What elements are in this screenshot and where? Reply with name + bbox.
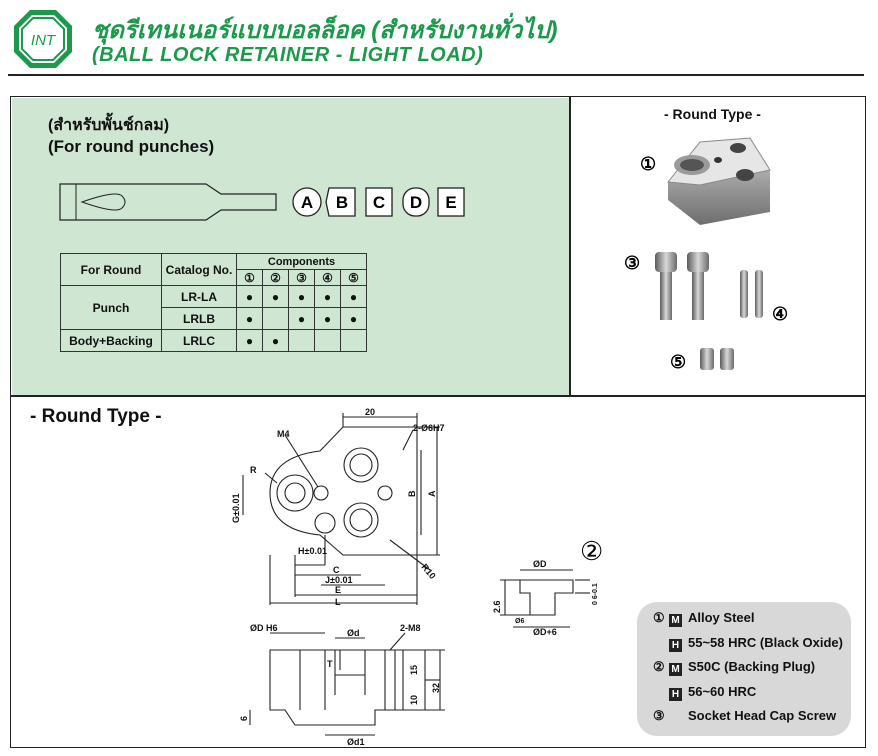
dim-20: 20	[365, 407, 375, 417]
dim-e: E	[335, 585, 341, 595]
title-english: (BALL LOCK RETAINER - LIGHT LOAD)	[92, 44, 484, 66]
photo-num-5: ⑤	[670, 352, 686, 372]
dim-6: 6	[239, 716, 249, 721]
letter-d: D	[410, 193, 422, 212]
dim-l: L	[335, 597, 341, 607]
panel-divider-vertical	[569, 97, 571, 396]
mark: ●	[236, 307, 263, 330]
th-comp-4: ④	[314, 269, 341, 286]
dim-c: C	[333, 565, 340, 575]
th-comp-3: ③	[288, 269, 315, 286]
letter-a: A	[301, 193, 313, 212]
th-comp-2: ②	[262, 269, 289, 286]
dim-r: R	[250, 465, 257, 475]
letter-c: C	[373, 193, 385, 212]
mark: ●	[262, 329, 289, 352]
mark: ●	[236, 329, 263, 352]
dim-32: 32	[431, 683, 441, 693]
dim-hole: 2-Ø6H7	[413, 423, 445, 433]
dim-b: B	[407, 490, 417, 497]
th-comp-5: ⑤	[340, 269, 367, 286]
mark: ●	[236, 285, 263, 308]
dim-t: T	[327, 659, 333, 669]
dim-a: A	[427, 490, 437, 497]
th-catalog: Catalog No.	[161, 253, 237, 286]
components-table: For Round Catalog No. Components ① ② ③ ④…	[60, 253, 367, 352]
photo-num-1: ①	[640, 154, 656, 174]
technical-drawing: 20 M4 2-Ø6H7 R G±0.01 B A R10 H±0.01 C J…	[231, 407, 603, 747]
dim-10: 10	[409, 695, 419, 705]
mark: ●	[340, 285, 367, 308]
dim-tol: 0 6-0.1	[592, 583, 599, 605]
dim-od: ØD	[533, 559, 547, 569]
mark: ●	[314, 285, 341, 308]
backing-number: ②	[580, 536, 603, 566]
dim-m8: 2-M8	[400, 623, 421, 633]
punch-drawing: A B C D E	[59, 183, 465, 221]
photo-label: - Round Type -	[664, 106, 761, 122]
dim-r10: R10	[419, 562, 437, 581]
mark: ●	[340, 307, 367, 330]
catalog-lr-la: LR-LA	[161, 285, 237, 308]
mark	[288, 329, 315, 352]
title-thai: ชุดรีเทนเนอร์แบบบอลล็อค (สำหรับงานทั่วไป…	[92, 17, 558, 44]
section-label: - Round Type -	[30, 406, 162, 427]
th-components: Components	[236, 253, 367, 270]
components-photo: ① ③ ④ ⑤	[624, 137, 788, 372]
panel-divider-horizontal	[11, 395, 865, 397]
dim-o6: Ø6	[515, 618, 524, 625]
dim-2-6: 2.6	[492, 600, 502, 613]
mark	[314, 329, 341, 352]
catalog-lrlb: LRLB	[161, 307, 237, 330]
mark	[340, 329, 367, 352]
catalog-lrlc: LRLC	[161, 329, 237, 352]
dim-odh6: ØD H6	[250, 623, 278, 633]
letter-a-circle	[292, 187, 322, 217]
subtitle-english: (For round punches)	[48, 137, 215, 156]
photo-num-3: ③	[624, 253, 640, 273]
mark: ●	[288, 307, 315, 330]
header-rule	[8, 74, 864, 76]
subtitle-thai: (สำหรับพั้นช์กลม)	[48, 117, 170, 134]
letter-e: E	[445, 193, 456, 212]
th-comp-1: ①	[236, 269, 263, 286]
mark	[262, 307, 289, 330]
group-body: Body+Backing	[60, 329, 162, 352]
content-frame	[10, 96, 866, 748]
photo-num-4: ④	[772, 304, 788, 324]
dim-g: G±0.01	[231, 494, 241, 523]
mark: ●	[314, 307, 341, 330]
letter-b: B	[336, 193, 348, 212]
dim-j: J±0.01	[325, 575, 352, 585]
mark: ●	[262, 285, 289, 308]
mark: ●	[288, 285, 315, 308]
dim-odsmall: Ød	[347, 628, 360, 638]
th-for-round: For Round	[60, 253, 162, 286]
group-punch: Punch	[60, 285, 162, 330]
int-logo: INT	[14, 10, 72, 68]
dim-m4: M4	[277, 429, 290, 439]
logo-text: INT	[31, 32, 57, 49]
dim-od6: ØD+6	[533, 627, 557, 637]
dim-15: 15	[409, 665, 419, 675]
dim-h: H±0.01	[298, 546, 327, 556]
dim-od1: Ød1	[347, 737, 365, 747]
